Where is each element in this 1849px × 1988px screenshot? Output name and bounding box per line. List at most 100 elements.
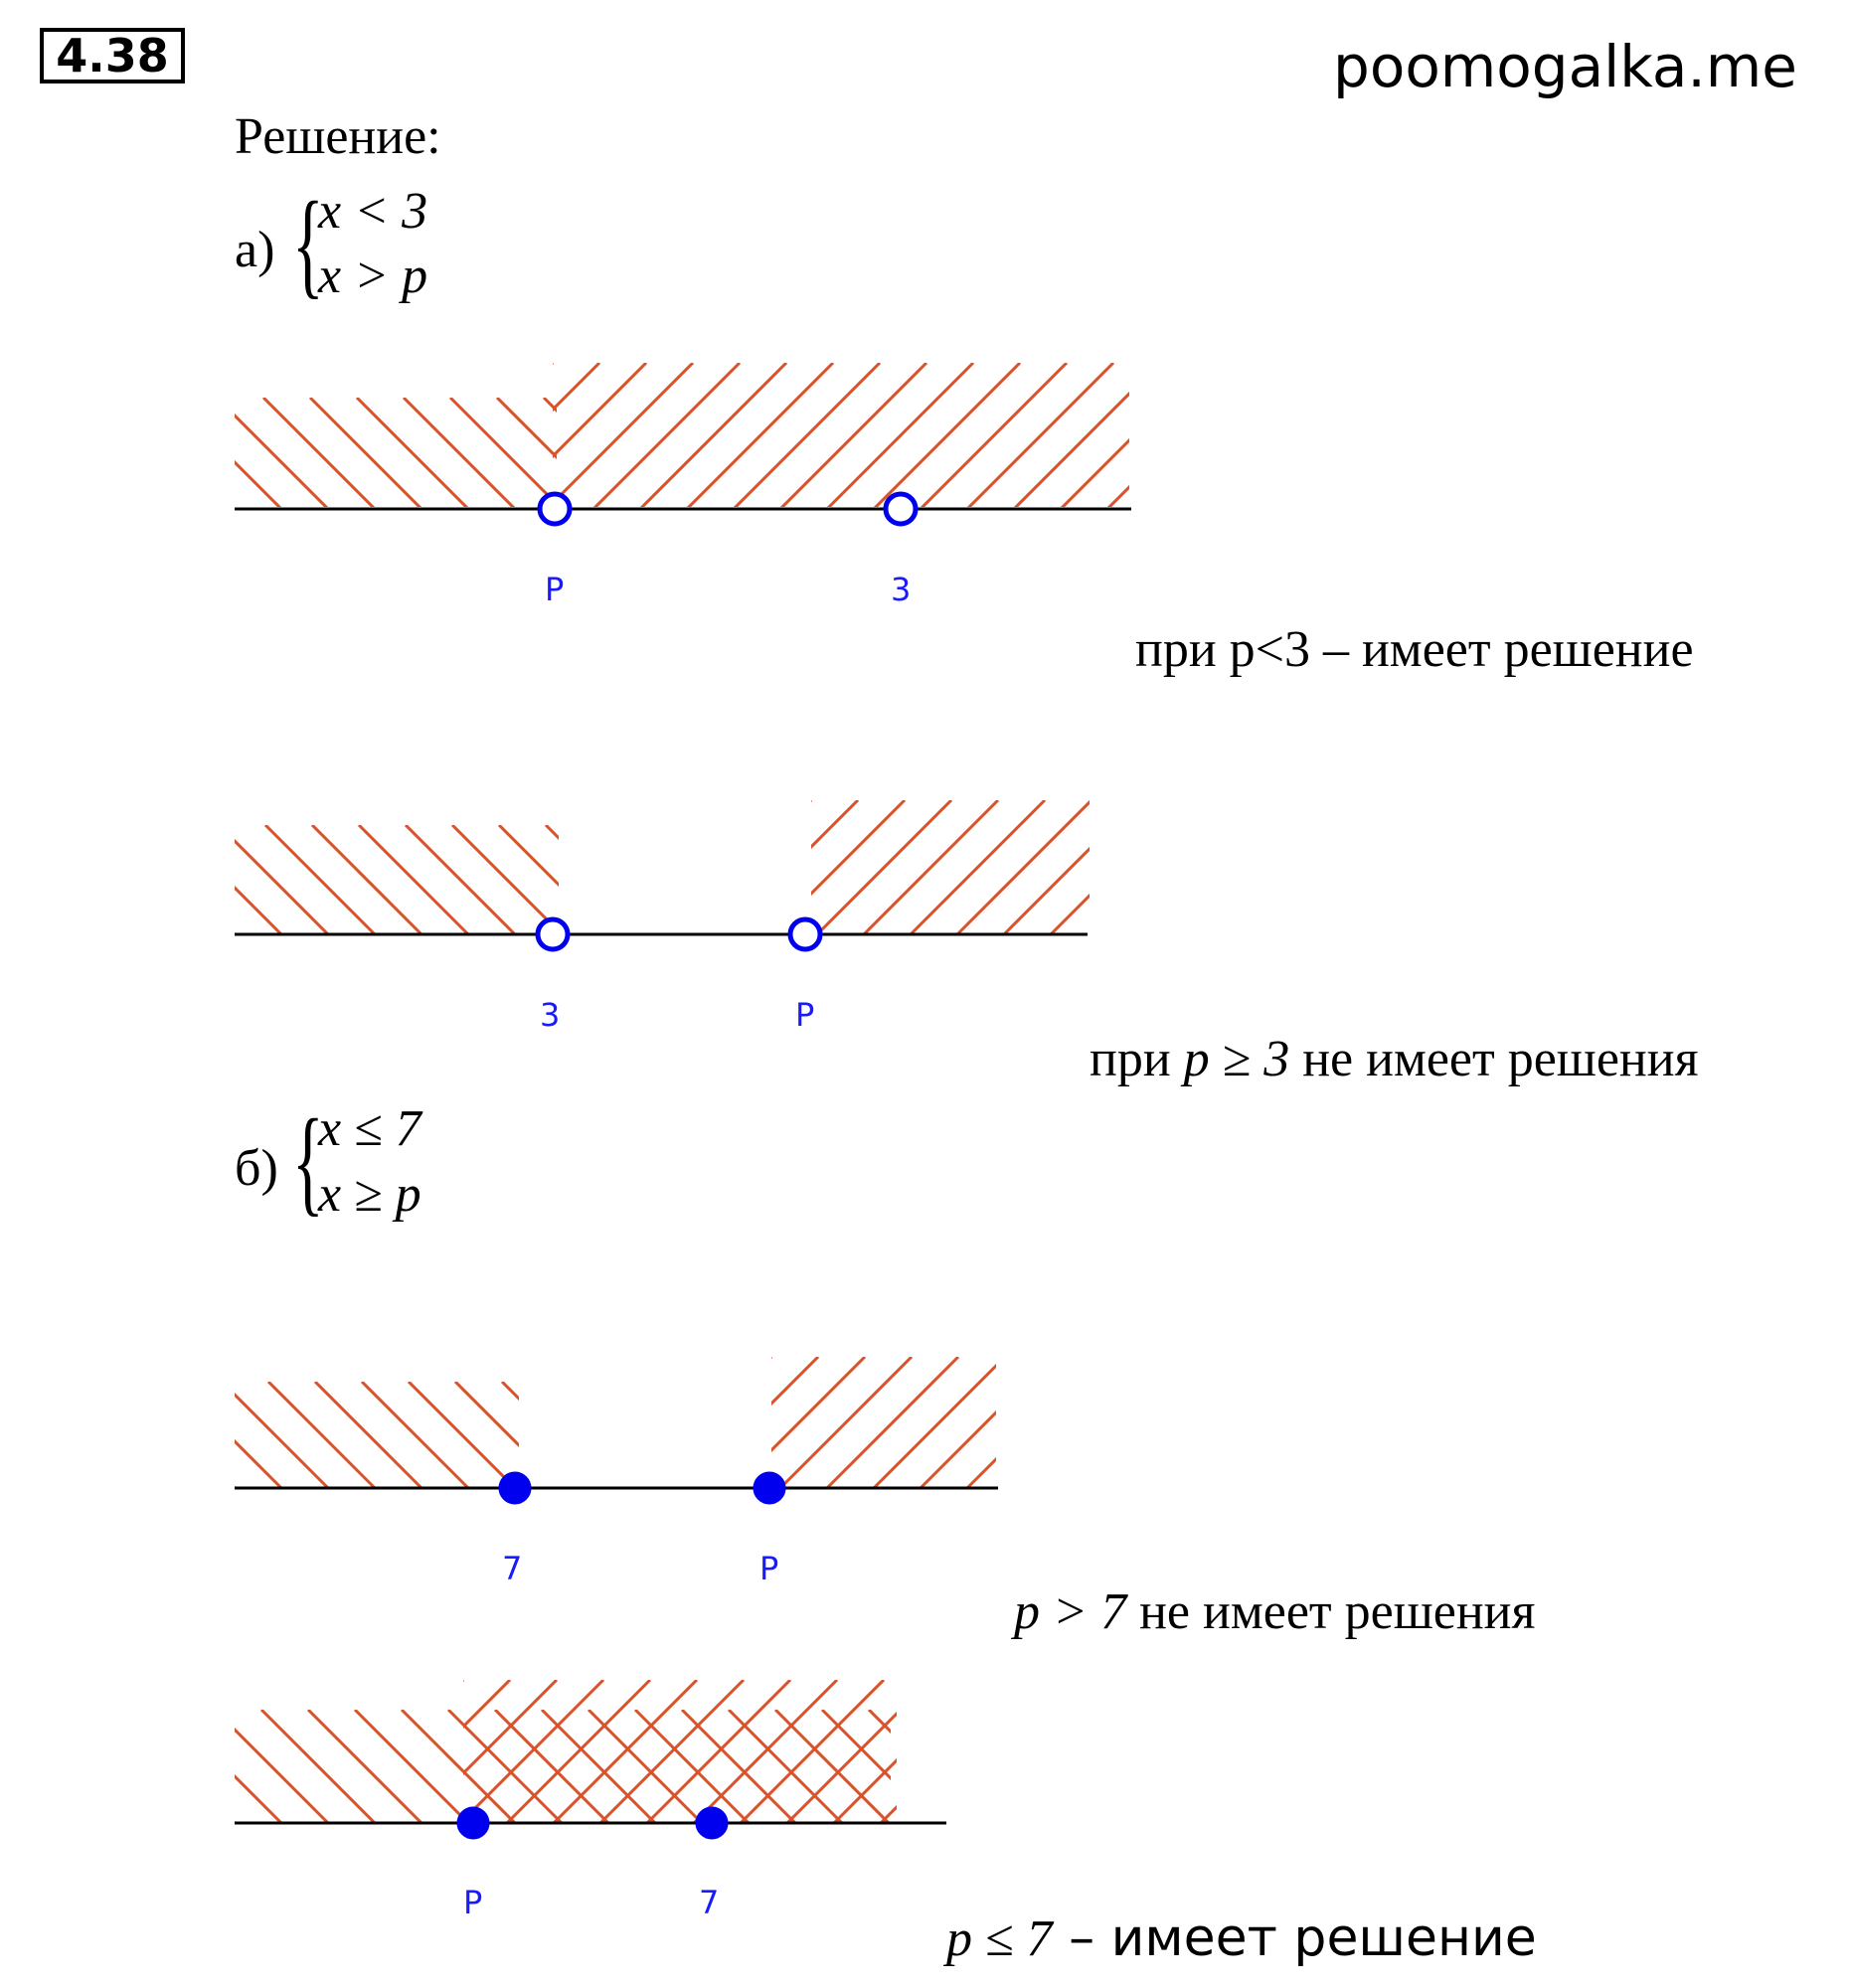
hatch-line bbox=[778, 1357, 914, 1490]
hatch-line bbox=[974, 1680, 1117, 1823]
site-name: poomogalka.me bbox=[1333, 33, 1797, 100]
hatch-line bbox=[779, 363, 928, 507]
hatch-line bbox=[463, 1680, 605, 1823]
filled-point-p bbox=[456, 1806, 490, 1840]
hatch-line bbox=[553, 363, 648, 459]
hatch-line bbox=[785, 1711, 897, 1824]
hatch-line bbox=[592, 825, 702, 934]
hatch-line bbox=[235, 931, 237, 934]
hatch-line bbox=[771, 1357, 820, 1407]
hatch-line bbox=[1014, 1357, 1145, 1488]
hatch-line bbox=[407, 1382, 517, 1490]
hatch-line bbox=[263, 825, 377, 934]
hatch-line bbox=[235, 1773, 283, 1824]
hatch-line bbox=[919, 1409, 996, 1490]
hatch-line bbox=[727, 1710, 844, 1824]
hatch-line bbox=[879, 1804, 897, 1824]
label-p: P bbox=[545, 571, 565, 608]
hatch-line bbox=[832, 1757, 897, 1824]
hatch-line bbox=[920, 363, 1069, 507]
hatch-line bbox=[1144, 800, 1278, 934]
conclusion-b2-math: p ≤ 7 bbox=[946, 1910, 1053, 1967]
hatch-line bbox=[1106, 484, 1129, 507]
hatch-line bbox=[862, 800, 1000, 934]
hatch-line bbox=[259, 1710, 377, 1824]
filled-point-7 bbox=[498, 1471, 532, 1505]
hatch-line bbox=[357, 825, 470, 934]
hatch-line bbox=[1013, 391, 1129, 507]
hatch-line bbox=[592, 363, 742, 507]
hatch-line bbox=[1060, 437, 1129, 507]
hatch-line bbox=[927, 1680, 1071, 1823]
hatch-line bbox=[824, 398, 935, 509]
hatch-line bbox=[633, 1710, 751, 1824]
hatch-line bbox=[1248, 363, 1394, 509]
hatch-line bbox=[820, 1710, 891, 1781]
hatch-line bbox=[235, 1485, 237, 1488]
hatch-line bbox=[310, 825, 423, 934]
hatch-line bbox=[965, 1456, 996, 1490]
conclusion-b1: p > 7 не имеет решения bbox=[1014, 1582, 1535, 1642]
hatch-line bbox=[867, 1710, 891, 1735]
hatch-line bbox=[955, 800, 1090, 934]
hatch-line bbox=[590, 398, 702, 509]
hatch-line bbox=[1049, 893, 1090, 934]
conclusion-a1: при p<3 – имеет решение bbox=[1135, 621, 1694, 678]
hatch-line bbox=[811, 800, 860, 850]
hatch-line bbox=[777, 398, 889, 509]
hatch-line bbox=[553, 363, 695, 506]
hatch-line bbox=[400, 1710, 517, 1824]
hatch-line bbox=[261, 398, 376, 507]
hatch-line bbox=[1097, 800, 1232, 934]
hatch-line bbox=[962, 1710, 1076, 1823]
hatch-line bbox=[549, 1382, 655, 1488]
hatch-line bbox=[463, 1680, 559, 1776]
open-point-p bbox=[537, 491, 573, 527]
conclusion-a2-math: p ≥ 3 bbox=[1183, 1031, 1290, 1087]
hatch-line bbox=[1011, 398, 1122, 509]
hatch-line bbox=[453, 1382, 519, 1448]
hatch-line bbox=[871, 398, 982, 509]
hatch-line bbox=[692, 1680, 839, 1824]
label-3: 3 bbox=[540, 996, 561, 1034]
hatch-line bbox=[402, 398, 516, 507]
diagram-b1 bbox=[235, 1357, 1239, 1505]
conclusion-a2-prefix: при bbox=[1090, 1031, 1184, 1087]
hatch-line bbox=[306, 1710, 423, 1824]
hatch-line bbox=[463, 1680, 512, 1730]
label-7: 7 bbox=[699, 1884, 720, 1921]
hatch-line bbox=[540, 1710, 657, 1824]
part-b-brace: { bbox=[292, 1094, 324, 1227]
hatch-line bbox=[733, 363, 882, 507]
hatch-line bbox=[552, 1680, 699, 1824]
part-a-brace: { bbox=[292, 177, 324, 309]
hatch-line bbox=[639, 825, 749, 934]
hatch-line bbox=[811, 800, 813, 803]
solution-label: Решение: bbox=[235, 108, 441, 165]
hatch-line bbox=[1191, 800, 1325, 934]
hatch-line bbox=[825, 1357, 960, 1490]
hatch-line bbox=[639, 363, 788, 507]
problem-number: 4.38 bbox=[40, 28, 185, 83]
hatch-line bbox=[1201, 363, 1347, 509]
hatch-line bbox=[235, 413, 329, 507]
hatch-line bbox=[909, 800, 1047, 934]
hatch-line bbox=[553, 363, 601, 413]
label-3: 3 bbox=[891, 571, 912, 608]
hatch-line bbox=[1021, 1680, 1164, 1823]
conclusion-a2: при p ≥ 3 не имеет решения bbox=[1090, 1030, 1699, 1089]
hatch-line bbox=[446, 1710, 564, 1824]
part-b-eq2: x ≥ p bbox=[318, 1166, 421, 1223]
hatch-line bbox=[360, 1382, 470, 1490]
hatch-line bbox=[815, 800, 953, 934]
filled-point-p bbox=[753, 1471, 786, 1505]
hatch-line bbox=[404, 825, 517, 934]
hatch-line bbox=[773, 1710, 891, 1824]
hatch-line bbox=[1107, 1357, 1239, 1488]
hatch-line bbox=[826, 363, 975, 507]
hatch-line bbox=[235, 1820, 237, 1823]
hatch-line bbox=[495, 398, 557, 460]
hatch-line bbox=[1061, 1357, 1192, 1488]
hatch-line bbox=[731, 398, 842, 509]
